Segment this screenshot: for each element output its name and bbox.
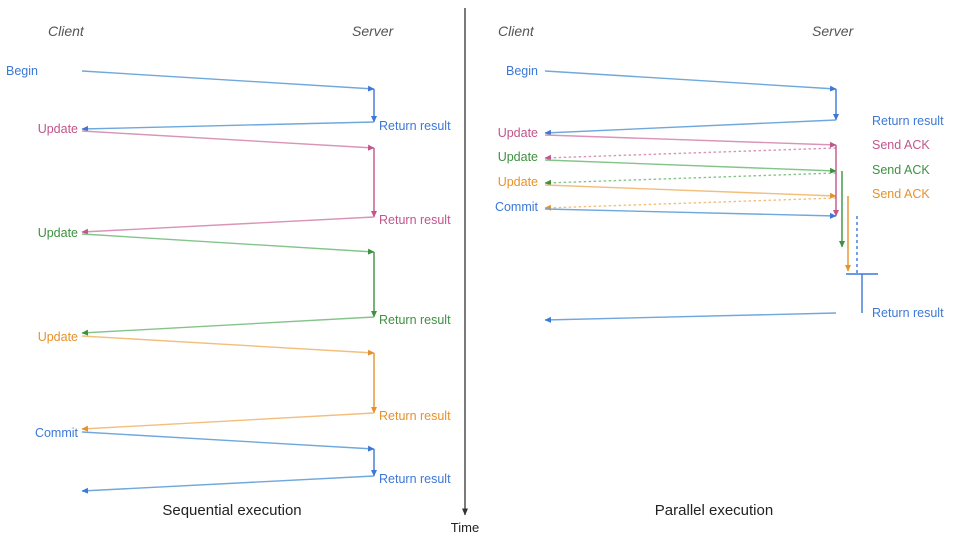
- message-update3-ack: Send ACK: [544, 187, 930, 211]
- message-update1-request: Update: [38, 122, 375, 151]
- label-begin-return: Return result: [379, 119, 451, 133]
- arrow-begin-return: [81, 121, 375, 132]
- arrow-update2-request: [544, 159, 837, 174]
- label-update3-request: Update: [498, 175, 538, 189]
- message-update3-request: Update: [498, 175, 837, 199]
- message-update3-request: Update: [38, 330, 375, 356]
- lane-title-server: Server: [352, 23, 395, 39]
- message-update1-return: Return result: [81, 148, 451, 235]
- label-update2-request: Update: [498, 150, 538, 164]
- arrow-update1-ack: [544, 147, 837, 161]
- lane-title-client: Client: [498, 23, 535, 39]
- arrow-update3-ack: [544, 197, 837, 211]
- label-update2-return: Return result: [379, 313, 451, 327]
- arrow-begin-request: [81, 70, 375, 92]
- message-begin-return: Return result: [544, 89, 944, 136]
- label-begin-request: Begin: [6, 64, 38, 78]
- message-update1-ack: Send ACK: [544, 138, 930, 161]
- lane-title-client: Client: [48, 23, 85, 39]
- time-axis-label: Time: [451, 520, 479, 535]
- message-begin-request: Begin: [6, 64, 375, 92]
- message-update2-request: Update: [498, 150, 837, 174]
- label-commit-request: Commit: [495, 200, 539, 214]
- arrow-commit-return: [81, 475, 375, 494]
- panel-caption-parallel: Parallel execution: [655, 502, 773, 519]
- label-update1-return: Return result: [379, 213, 451, 227]
- arrow-update3-request: [544, 184, 837, 199]
- lane-title-server: Server: [812, 23, 855, 39]
- label-update2-ack: Send ACK: [872, 163, 930, 177]
- arrow-commit-request: [81, 431, 375, 452]
- arrow-update1-return: [81, 216, 375, 235]
- label-commit-return: Return result: [872, 306, 944, 320]
- message-update2-ack: Send ACK: [544, 163, 930, 186]
- label-update3-request: Update: [38, 330, 78, 344]
- label-update3-ack: Send ACK: [872, 187, 930, 201]
- arrow-update2-return: [81, 316, 375, 336]
- label-begin-return: Return result: [872, 114, 944, 128]
- message-update2-request: Update: [38, 226, 375, 255]
- message-commit-return: Return result: [544, 306, 944, 323]
- label-update3-return: Return result: [379, 409, 451, 423]
- arrow-commit-return: [544, 312, 837, 323]
- message-begin-request: Begin: [506, 64, 837, 92]
- message-commit-request: Commit: [495, 200, 837, 219]
- label-update1-request: Update: [38, 122, 78, 136]
- arrow-update1-request: [544, 134, 837, 148]
- arrow-update2-request: [81, 233, 375, 255]
- panel-caption-sequential: Sequential execution: [162, 502, 301, 519]
- arrow-update3-return: [81, 412, 375, 432]
- arrow-update1-request: [81, 130, 375, 151]
- message-update1-request: Update: [498, 126, 837, 148]
- label-commit-request: Commit: [35, 426, 79, 440]
- arrow-commit-request: [544, 208, 837, 219]
- message-commit-return: Return result: [81, 449, 451, 494]
- arrow-update2-ack: [544, 172, 837, 186]
- label-update1-ack: Send ACK: [872, 138, 930, 152]
- arrow-begin-return: [544, 119, 837, 136]
- label-update2-request: Update: [38, 226, 78, 240]
- message-begin-return: Return result: [81, 89, 451, 133]
- label-update1-request: Update: [498, 126, 538, 140]
- arrow-begin-request: [544, 70, 837, 92]
- label-begin-request: Begin: [506, 64, 538, 78]
- message-update3-return: Return result: [81, 353, 451, 432]
- message-update2-return: Return result: [81, 252, 451, 336]
- arrow-update3-request: [81, 335, 375, 356]
- message-commit-request: Commit: [35, 426, 375, 452]
- label-commit-return: Return result: [379, 472, 451, 486]
